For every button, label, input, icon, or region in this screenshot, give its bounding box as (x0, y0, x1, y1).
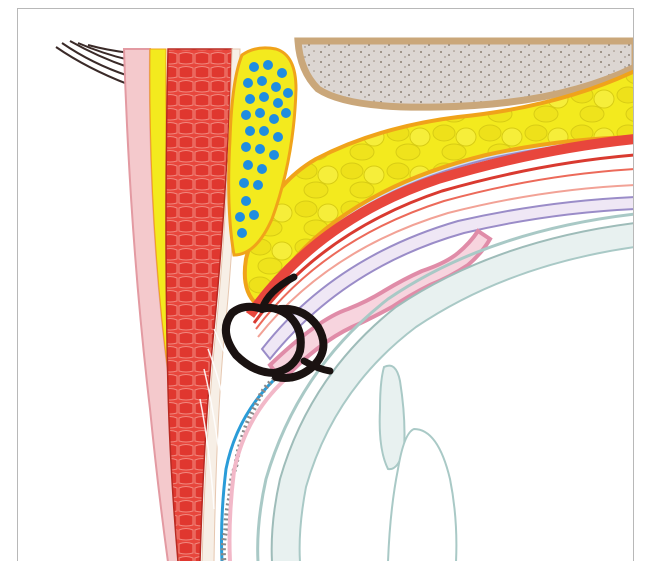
eyelid-cross-section-diagram (18, 9, 634, 561)
eyelashes (56, 41, 134, 85)
figure-frame (17, 8, 634, 561)
